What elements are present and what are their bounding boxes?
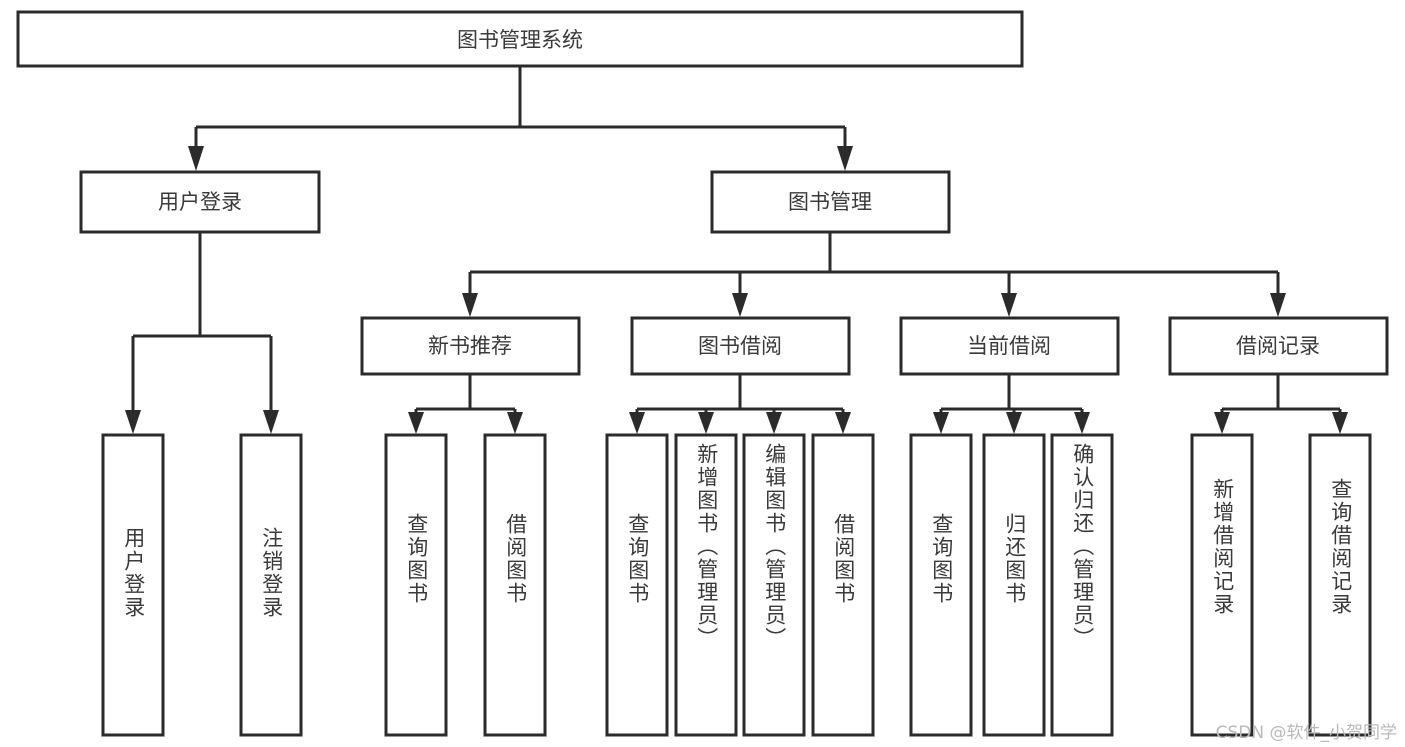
leaf-edit-book-box[interactable] <box>742 433 806 737</box>
node-book-manage-label: 图书管理 <box>788 190 872 214</box>
connector-book-borrow-to-leaves <box>629 374 851 434</box>
leaf-confirm-return-box[interactable] <box>1050 433 1114 737</box>
connector-root-to-level2 <box>188 66 853 171</box>
node-root-label: 图书管理系统 <box>457 28 583 52</box>
node-user-login-label: 用户登录 <box>158 190 242 214</box>
node-book-manage-box[interactable] <box>710 170 951 234</box>
leaf-add-book-box[interactable] <box>674 433 738 737</box>
node-new-book-recommend[interactable]: 新书推荐 <box>360 316 581 376</box>
leaf-borrow-book-box[interactable] <box>811 433 875 737</box>
connector-new-book-recommend-to-leaves <box>408 374 523 434</box>
node-current-borrow-label: 当前借阅 <box>967 334 1051 358</box>
connector-user-login-to-leaves <box>125 232 279 434</box>
node-root[interactable]: 图书管理系统 <box>16 10 1024 68</box>
leaf-logout-box[interactable] <box>239 433 303 737</box>
leaf-query-book-cur-box[interactable] <box>909 433 973 737</box>
leaf-add-record-box[interactable] <box>1190 433 1254 737</box>
leaf-return-book-box[interactable] <box>982 433 1046 737</box>
connector-borrow-record-to-leaves <box>1214 374 1348 434</box>
leaf-borrow-book-rec-box[interactable] <box>483 433 547 737</box>
connector-current-borrow-to-leaves <box>933 374 1090 434</box>
leaf-user-login-box[interactable] <box>101 433 165 737</box>
node-borrow-record[interactable]: 借阅记录 <box>1168 316 1389 376</box>
node-borrow-record-box[interactable] <box>1168 316 1389 376</box>
node-book-manage[interactable]: 图书管理 <box>710 170 951 234</box>
node-current-borrow[interactable]: 当前借阅 <box>899 316 1120 376</box>
leaf-query-book-rec-box[interactable] <box>384 433 448 737</box>
node-current-borrow-box[interactable] <box>899 316 1120 376</box>
leaf-boxes <box>101 433 1372 737</box>
leaf-query-book-borrow-box[interactable] <box>605 433 669 737</box>
node-new-book-recommend-label: 新书推荐 <box>428 334 512 358</box>
connector-book-manage-to-level3 <box>462 232 1286 317</box>
leaf-query-record-box[interactable] <box>1308 433 1372 737</box>
node-root-box[interactable] <box>16 10 1024 68</box>
node-user-login[interactable]: 用户登录 <box>79 170 321 234</box>
node-user-login-box[interactable] <box>79 170 321 234</box>
node-book-borrow[interactable]: 图书借阅 <box>630 316 851 376</box>
node-borrow-record-label: 借阅记录 <box>1236 334 1320 358</box>
node-book-borrow-label: 图书借阅 <box>698 334 782 358</box>
node-new-book-recommend-box[interactable] <box>360 316 581 376</box>
node-book-borrow-box[interactable] <box>630 316 851 376</box>
